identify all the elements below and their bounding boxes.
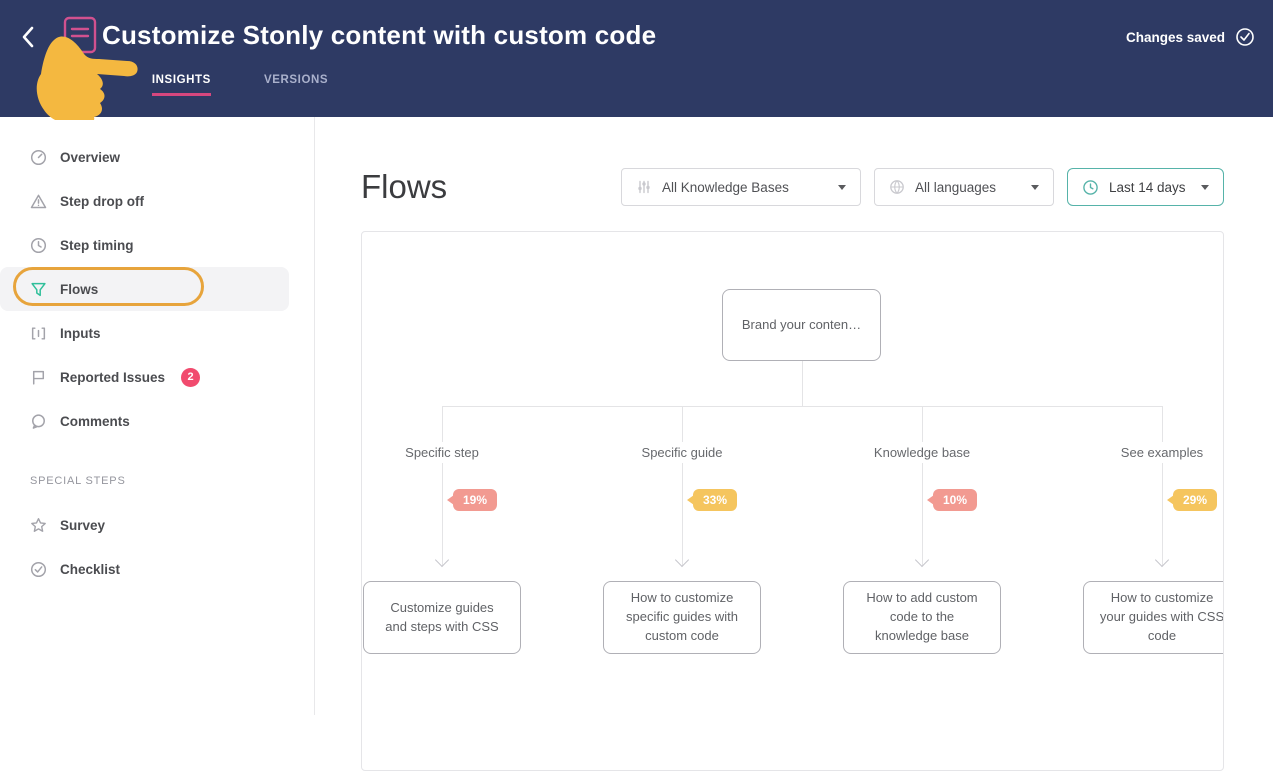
- sidebar-item-checklist[interactable]: Checklist: [0, 547, 314, 591]
- sidebar-item-label: Overview: [60, 150, 120, 165]
- flow-target-node[interactable]: How to customize specific guides with cu…: [603, 581, 761, 654]
- branch-label: Knowledge base: [866, 442, 978, 463]
- filter-value: Last 14 days: [1109, 180, 1186, 195]
- percent-badge-wrap: 19%: [442, 489, 497, 511]
- guide-document-icon: [63, 16, 99, 61]
- input-field-icon: [30, 325, 47, 342]
- date-range-filter-dropdown[interactable]: Last 14 days: [1067, 168, 1224, 206]
- language-filter-dropdown[interactable]: All languages: [874, 168, 1054, 206]
- warning-triangle-icon: [30, 193, 47, 210]
- percent-badge-wrap: 10%: [922, 489, 977, 511]
- sidebar-item-label: Comments: [60, 414, 130, 429]
- sidebar-item-label: Reported Issues: [60, 370, 165, 385]
- caret-down-icon: [1031, 185, 1039, 190]
- percent-badge: 10%: [933, 489, 977, 511]
- sidebar-item-label: Survey: [60, 518, 105, 533]
- caret-down-icon: [1201, 185, 1209, 190]
- tab-versions[interactable]: VERSIONS: [264, 74, 328, 96]
- caret-down-icon: [838, 185, 846, 190]
- sidebar-item-step-drop-off[interactable]: Step drop off: [0, 179, 314, 223]
- percent-badge-wrap: 33%: [682, 489, 737, 511]
- back-button[interactable]: [21, 25, 35, 54]
- arrow-down-icon: [675, 553, 689, 567]
- sidebar-item-label: Step drop off: [60, 194, 144, 209]
- flow-target-node[interactable]: How to add custom code to the knowledge …: [843, 581, 1001, 654]
- branch-label: See examples: [1113, 442, 1211, 463]
- tab-insights[interactable]: INSIGHTS: [152, 74, 211, 96]
- check-circle-icon: [1235, 27, 1255, 47]
- arrow-down-icon: [435, 553, 449, 567]
- knowledge-base-filter-dropdown[interactable]: All Knowledge Bases: [621, 168, 861, 206]
- connector-line: [1162, 406, 1163, 566]
- save-status: Changes saved: [1126, 27, 1255, 47]
- save-status-label: Changes saved: [1126, 30, 1225, 45]
- star-icon: [30, 517, 47, 534]
- clock-icon: [30, 237, 47, 254]
- issues-count-badge: 2: [181, 368, 200, 387]
- percent-badge: 33%: [693, 489, 737, 511]
- sidebar-item-comments[interactable]: Comments: [0, 399, 314, 443]
- gauge-icon: [30, 149, 47, 166]
- arrow-down-icon: [915, 553, 929, 567]
- branch-label: Specific guide: [634, 442, 731, 463]
- app-header: Customize Stonly content with custom cod…: [0, 0, 1273, 117]
- connector-line: [442, 406, 443, 566]
- page-title: Customize Stonly content with custom cod…: [102, 20, 656, 51]
- filter-bar: All Knowledge Bases All languages Last 1…: [621, 168, 1224, 206]
- flow-target-node[interactable]: How to customize your guides with CSS co…: [1083, 581, 1224, 654]
- tab-bar: EDITOR INSIGHTS VERSIONS: [0, 74, 328, 96]
- filter-value: All languages: [915, 180, 996, 195]
- sidebar-item-step-timing[interactable]: Step timing: [0, 223, 314, 267]
- main-panel: Flows All Knowledge Bases All languages: [315, 117, 1273, 715]
- connector-line: [442, 406, 1163, 407]
- filter-value: All Knowledge Bases: [662, 180, 789, 195]
- sidebar-item-label: Step timing: [60, 238, 134, 253]
- percent-badge: 19%: [453, 489, 497, 511]
- sidebar-item-label: Inputs: [60, 326, 101, 341]
- flow-root-node[interactable]: Brand your conten…: [722, 289, 881, 361]
- globe-icon: [889, 179, 905, 195]
- sidebar-item-flows[interactable]: Flows: [0, 267, 289, 311]
- check-circle-icon: [30, 561, 47, 578]
- connector-line: [802, 361, 803, 406]
- sidebar-item-survey[interactable]: Survey: [0, 503, 314, 547]
- branch-label: Specific step: [397, 442, 487, 463]
- percent-badge: 29%: [1173, 489, 1217, 511]
- funnel-icon: [30, 281, 47, 298]
- sidebar-item-label: Checklist: [60, 562, 120, 577]
- connector-line: [682, 406, 683, 566]
- percent-badge-wrap: 29%: [1162, 489, 1217, 511]
- tab-editor[interactable]: EDITOR: [52, 74, 99, 96]
- sidebar-item-inputs[interactable]: Inputs: [0, 311, 314, 355]
- sidebar-item-reported-issues[interactable]: Reported Issues 2: [0, 355, 314, 399]
- flows-toolbar: Flows All Knowledge Bases All languages: [361, 168, 1224, 206]
- flag-icon: [30, 369, 47, 386]
- flow-target-node[interactable]: Customize guides and steps with CSS: [363, 581, 521, 654]
- arrow-down-icon: [1155, 553, 1169, 567]
- chevron-left-icon: [21, 25, 35, 49]
- sliders-icon: [636, 179, 652, 195]
- connector-line: [922, 406, 923, 566]
- sidebar-item-overview[interactable]: Overview: [0, 135, 314, 179]
- flow-diagram-card: Brand your conten… Specific step 19% Cus…: [361, 231, 1224, 771]
- sidebar-item-label: Flows: [60, 282, 98, 297]
- history-clock-icon: [1082, 179, 1099, 196]
- comment-icon: [30, 413, 47, 430]
- flows-heading: Flows: [361, 168, 447, 206]
- insights-sidebar: Overview Step drop off Step timing Flows…: [0, 117, 315, 715]
- section-label-special-steps: SPECIAL STEPS: [30, 475, 314, 487]
